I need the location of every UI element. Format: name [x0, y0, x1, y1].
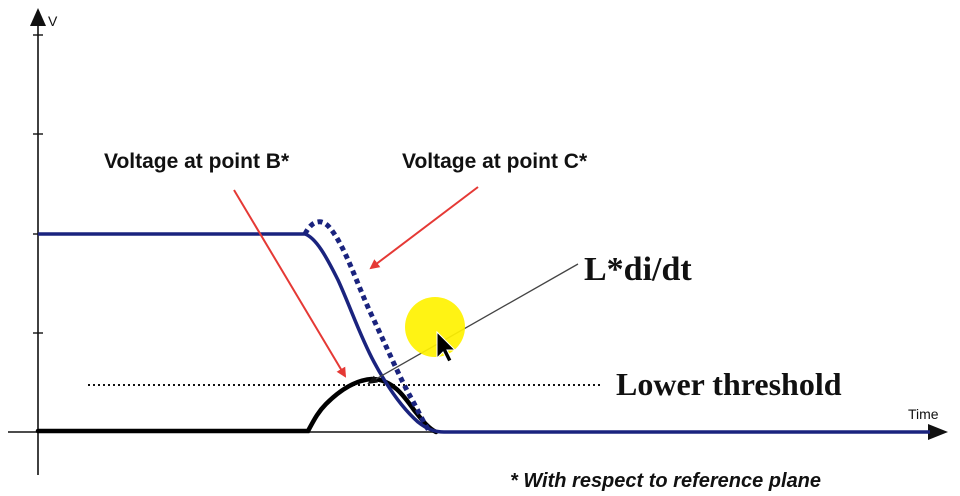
y-axis-arrowhead: [30, 8, 46, 26]
y-axis: V: [30, 8, 58, 475]
voltage-c-label: Voltage at point C*: [402, 150, 588, 173]
lower-threshold-label: Lower threshold: [616, 366, 842, 402]
voltage-b-trace: [38, 232, 930, 434]
voltage-c-arrow: [369, 186, 479, 270]
y-axis-label: V: [48, 13, 58, 29]
x-axis: Time: [8, 406, 948, 440]
cursor-highlight: [405, 297, 465, 357]
x-axis-arrowhead: [928, 424, 948, 440]
x-axis-label: Time: [908, 406, 939, 422]
voltage-b-label: Voltage at point B*: [104, 150, 290, 173]
footnote: * With respect to reference plane: [510, 470, 821, 492]
ground-bounce-trace: [35, 376, 439, 435]
inductive-label: L*di/dt: [584, 251, 692, 288]
inductive-leader-line: [367, 263, 579, 384]
voltage-b-arrow: [233, 189, 347, 378]
voltage-c-trace: [302, 219, 433, 434]
mouse-pointer-icon: [436, 330, 457, 363]
